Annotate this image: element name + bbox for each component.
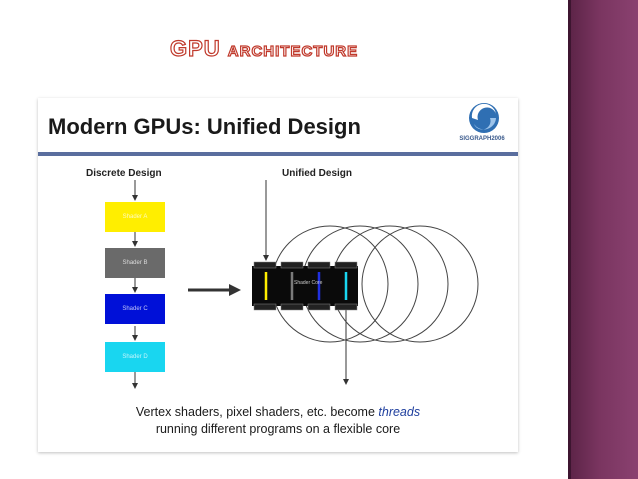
architecture-diagram: Shader Core — [132, 180, 479, 389]
discrete-design-label: Discrete Design — [86, 168, 162, 179]
siggraph-logo-text: SIGGRAPH2006 — [459, 136, 505, 142]
slide-title-text: GPU architecture — [169, 35, 359, 61]
slide-caption: Vertex shaders, pixel shaders, etc. beco… — [38, 404, 518, 438]
shader-d-label: Shader D — [122, 354, 148, 360]
thread-loop-circle — [361, 225, 479, 343]
shader-core-label: Shader Core — [294, 280, 323, 286]
slide-title: GPU architecture — [169, 35, 410, 66]
shader-a-box: Shader A — [105, 202, 165, 232]
embedded-slide-header: Modern GPUs: Unified Design SIGGRAPH2006 — [38, 98, 518, 152]
shader-d-box: Shader D — [105, 342, 165, 372]
caption-line-2: running different programs on a flexible… — [155, 422, 401, 436]
shader-b-label: Shader B — [122, 260, 148, 266]
shader-b-box: Shader B — [105, 248, 165, 278]
siggraph-logo: SIGGRAPH2006 — [450, 100, 514, 148]
caption-line-1-text: Vertex shaders, pixel shaders, etc. beco… — [135, 405, 379, 419]
decorative-sidebar — [568, 0, 638, 479]
unified-shader-core: Shader Core — [252, 261, 358, 311]
caption-line-1: Vertex shaders, pixel shaders, etc. beco… — [38, 404, 518, 421]
shader-c-box: Shader C — [105, 294, 165, 324]
caption-threads-emphasis: threads — [378, 405, 421, 419]
shader-c-label: Shader C — [122, 306, 148, 312]
embedded-slide-image: Modern GPUs: Unified Design SIGGRAPH2006… — [38, 98, 518, 452]
siggraph-swirl-icon — [469, 103, 499, 133]
unified-design-label: Unified Design — [282, 168, 353, 179]
embedded-slide-title: Modern GPUs: Unified Design — [48, 114, 361, 139]
header-rule — [38, 152, 518, 156]
shader-a-label: Shader A — [122, 214, 148, 220]
